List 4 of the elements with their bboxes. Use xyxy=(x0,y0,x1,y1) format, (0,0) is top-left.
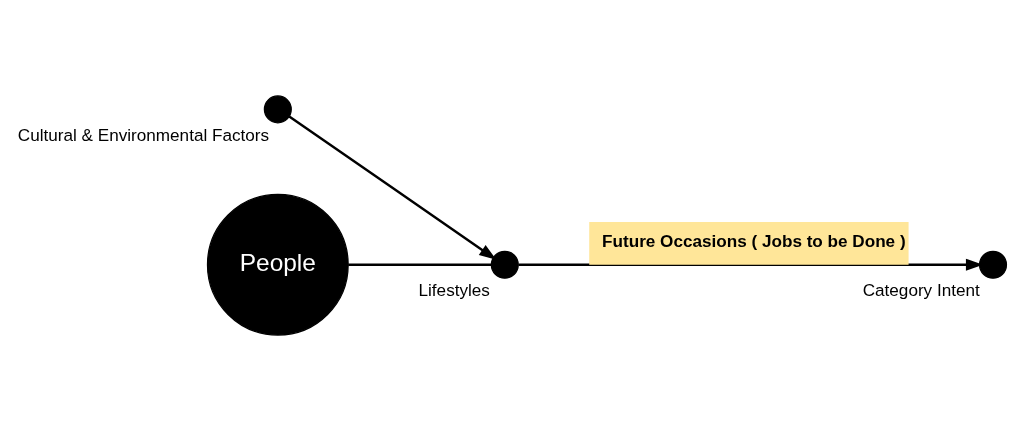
node-label: Cultural & Environmental Factors xyxy=(17,124,270,145)
node-label: Category Intent xyxy=(862,280,980,301)
node-label: Lifestyles xyxy=(418,280,490,301)
edge-label: Future Occasions ( Jobs to be Done ) xyxy=(602,231,906,252)
